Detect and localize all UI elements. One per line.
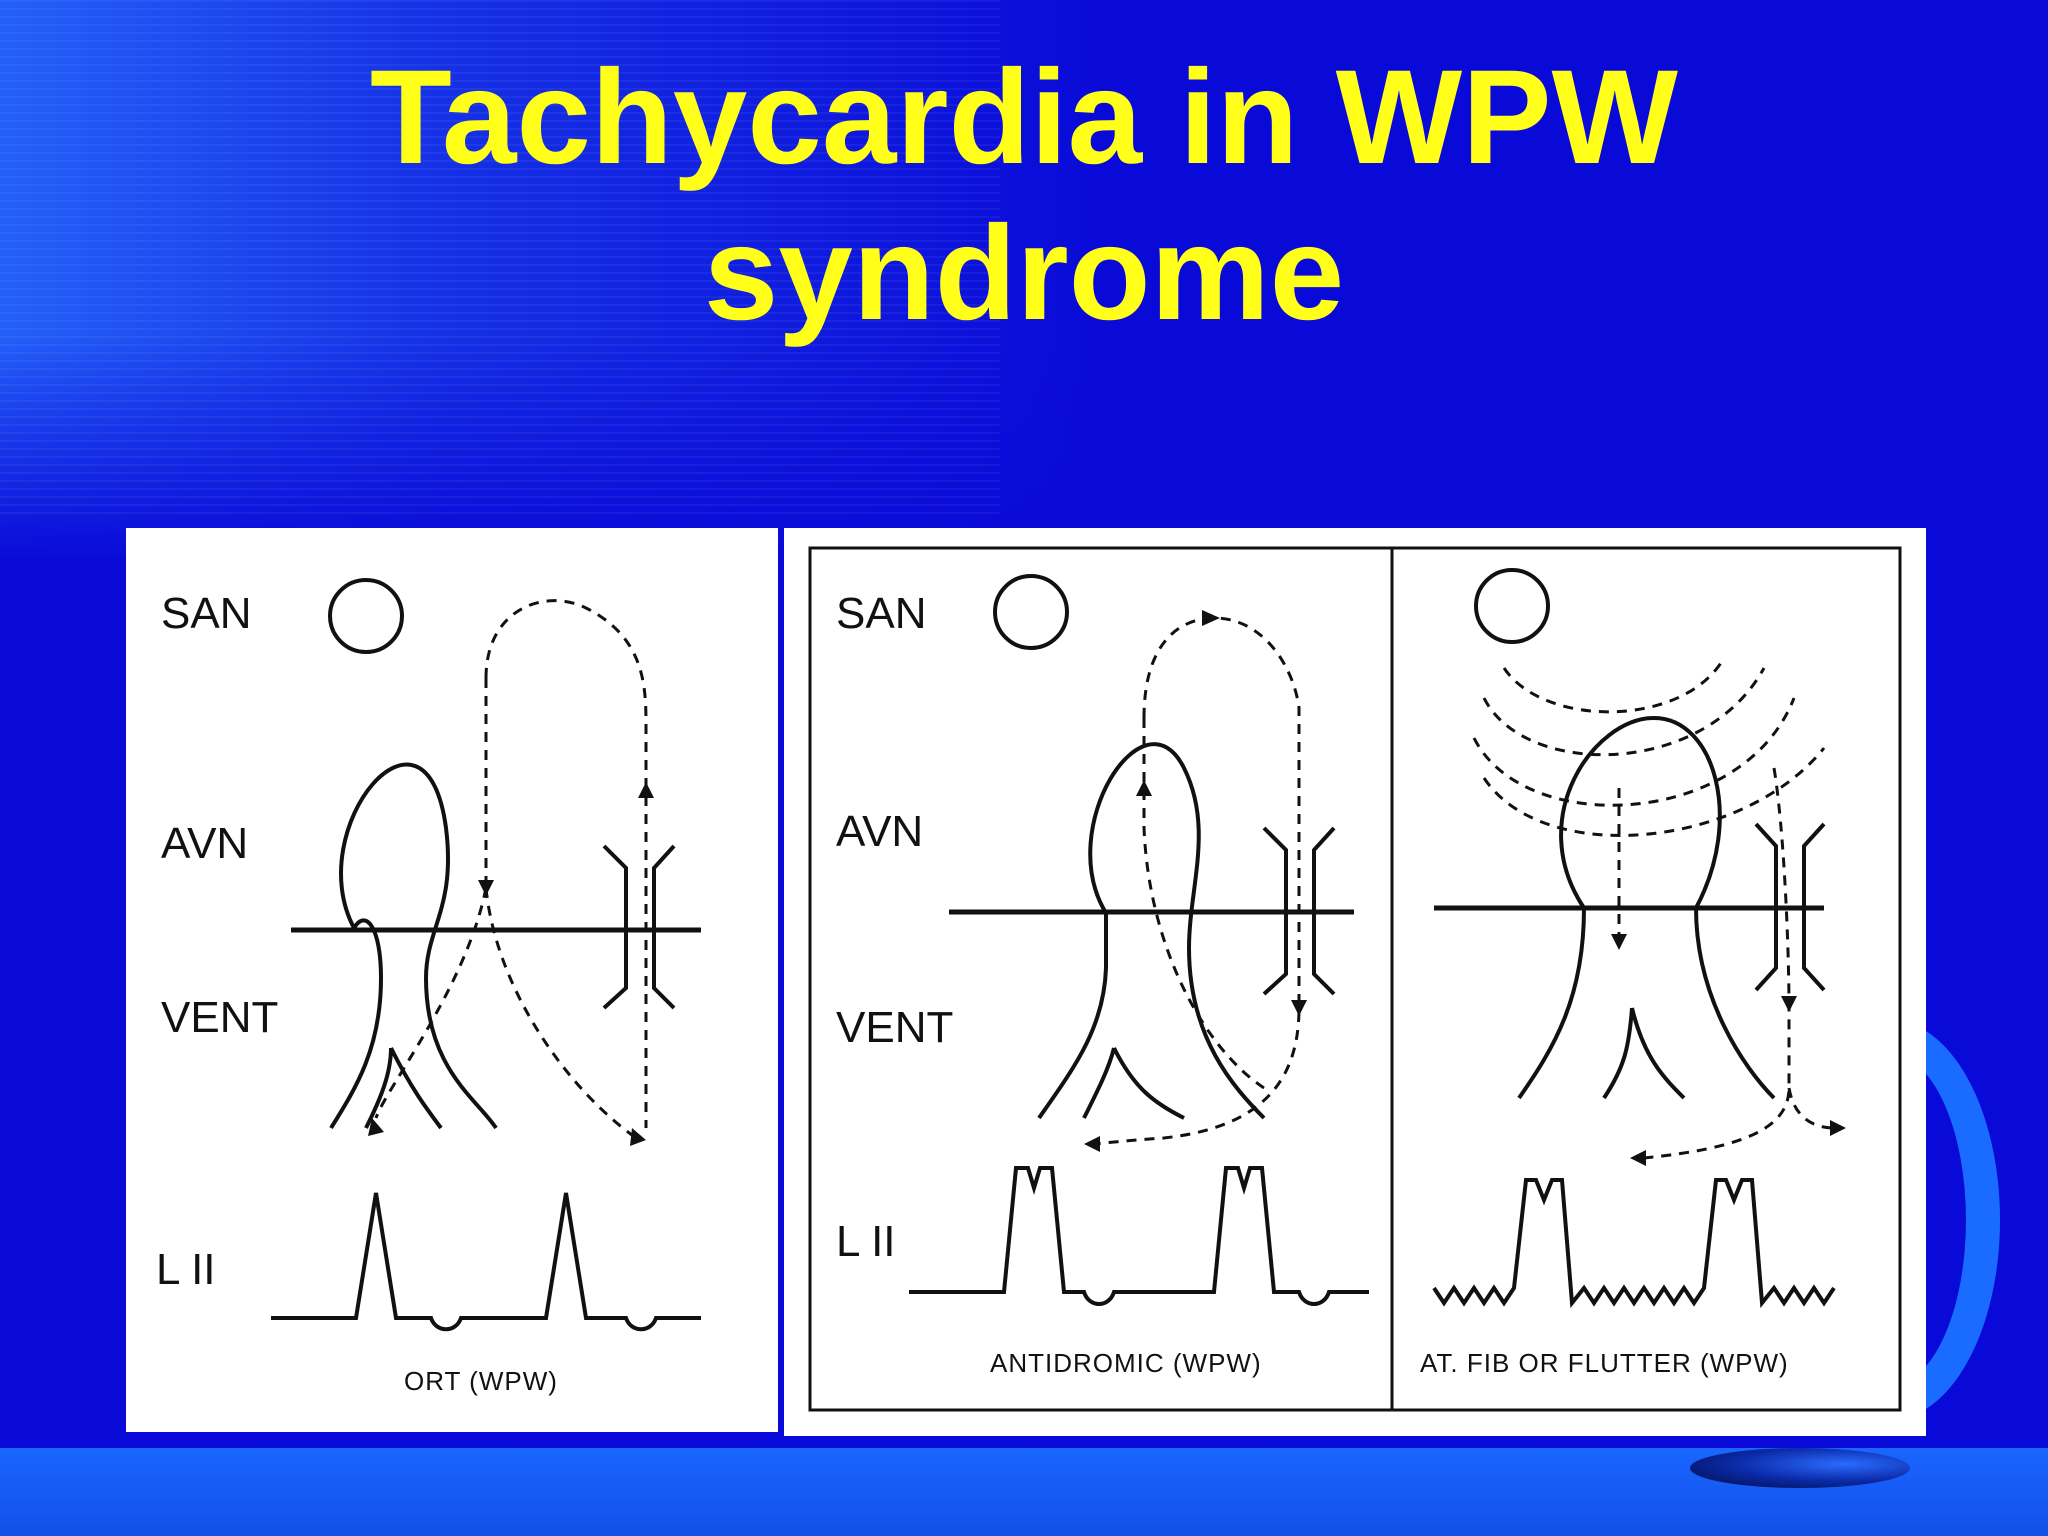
title-line-2: syndrome	[703, 199, 1345, 348]
accessory-pathway	[1754, 822, 1826, 992]
arrow-icon	[1136, 780, 1152, 796]
caption-antidromic: ANTIDROMIC (WPW)	[990, 1348, 1262, 1378]
background-gradient-fade	[0, 0, 1100, 560]
ecg-trace	[271, 1192, 701, 1332]
panel-frame	[808, 546, 1902, 1412]
ort-diagram: SAN AVN VENT L II ORT (WPW)	[156, 578, 701, 1396]
footer-decoration	[1690, 1448, 1910, 1488]
ecg-trace	[1432, 1178, 1836, 1309]
avn-conduction-path	[329, 762, 498, 1130]
accessory-pathway	[602, 844, 676, 1010]
avn-conduction-path	[1517, 715, 1776, 1100]
reentry-down-limb	[374, 678, 637, 1140]
label-avn: AVN	[836, 807, 923, 856]
san-node	[993, 574, 1069, 650]
arrow-icon	[630, 1128, 646, 1146]
fibrillation-waves	[1472, 657, 1826, 837]
label-san: SAN	[836, 589, 926, 638]
antidromic-af-diagram: SAN AVN VENT L II ANTIDROMIC (WPW) AT. F…	[808, 546, 1902, 1412]
panel-ort: SAN AVN VENT L II ORT (WPW)	[126, 528, 778, 1432]
arrow-icon	[1291, 1000, 1307, 1016]
title-line-1: Tachycardia in WPW	[369, 43, 1678, 192]
arrow-icon	[1630, 1150, 1646, 1166]
arrow-icon	[478, 880, 494, 896]
slide-title: Tachycardia in WPW syndrome	[0, 40, 2048, 352]
label-lead: L II	[156, 1245, 216, 1294]
arrow-icon	[1611, 934, 1627, 950]
san-node	[1474, 568, 1550, 644]
arrow-icon	[1830, 1120, 1846, 1136]
panel-antidromic-af: SAN AVN VENT L II ANTIDROMIC (WPW) AT. F…	[784, 528, 1926, 1436]
reentry-circuit	[1093, 616, 1301, 1146]
caption-ort: ORT (WPW)	[404, 1366, 558, 1396]
san-node	[328, 578, 404, 654]
arrow-icon	[368, 1118, 384, 1136]
ecg-trace	[909, 1166, 1369, 1306]
label-avn: AVN	[161, 819, 248, 868]
avn-conduction-path	[1037, 742, 1266, 1120]
reentry-circuit	[484, 599, 648, 1128]
accessory-pathway	[1262, 826, 1336, 996]
arrow-icon	[1202, 610, 1220, 626]
label-vent: VENT	[161, 993, 278, 1042]
arrow-icon	[1084, 1136, 1100, 1152]
label-vent: VENT	[836, 1003, 953, 1052]
arrow-icon	[638, 782, 654, 798]
label-san: SAN	[161, 589, 251, 638]
label-lead: L II	[836, 1217, 896, 1266]
background-stripes	[0, 0, 1000, 520]
caption-af-flutter: AT. FIB OR FLUTTER (WPW)	[1420, 1348, 1789, 1378]
arrow-icon	[1781, 996, 1797, 1012]
